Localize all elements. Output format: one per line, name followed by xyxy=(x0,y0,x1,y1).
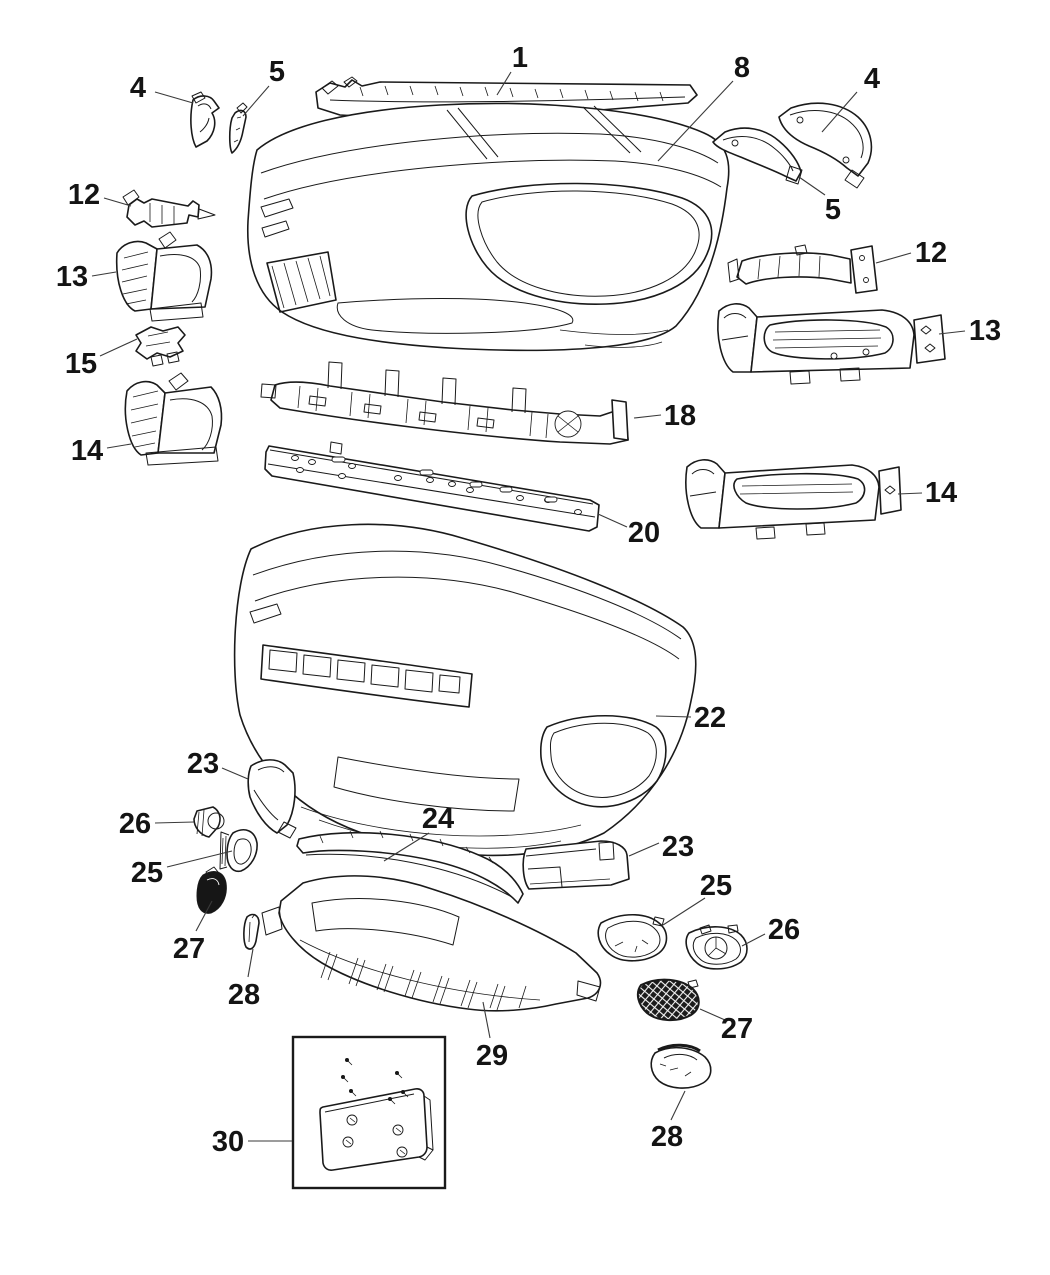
part-27-right-mesh-insert-drawing xyxy=(636,978,700,1021)
callout-label-12: 12 xyxy=(915,237,947,269)
callout-label-27: 27 xyxy=(721,1013,753,1045)
callout-label-30: 30 xyxy=(212,1126,244,1158)
part-4-right-bracket-drawing xyxy=(778,102,873,189)
part-27-left-insert-drawing xyxy=(196,866,227,914)
part-25-right-bezel-drawing xyxy=(597,914,668,962)
callout-label-20: 20 xyxy=(628,517,660,549)
callout-leader-13 xyxy=(91,271,117,277)
part-12-left-bracket-drawing xyxy=(122,189,216,228)
callout-leader-4 xyxy=(821,91,858,133)
part-14-left-duct-drawing xyxy=(124,372,223,466)
callout-label-25: 25 xyxy=(700,870,732,902)
callout-leader-24 xyxy=(383,832,430,862)
part-18-impact-absorber-drawing xyxy=(260,361,629,445)
callout-leader-28 xyxy=(247,948,254,978)
callout-leader-18 xyxy=(633,414,662,419)
callout-label-14: 14 xyxy=(71,435,103,467)
callout-leader-26 xyxy=(154,821,195,824)
callout-leader-28 xyxy=(670,1090,686,1121)
part-13-right-duct-drawing xyxy=(717,303,946,385)
callout-label-14: 14 xyxy=(925,477,957,509)
callout-leader-5 xyxy=(798,176,826,196)
callout-leader-12 xyxy=(103,197,132,207)
callout-label-8: 8 xyxy=(734,52,750,84)
callout-leader-23 xyxy=(221,767,249,780)
callout-label-26: 26 xyxy=(768,914,800,946)
part-22-lower-fascia-drawing xyxy=(233,523,697,857)
callout-label-25: 25 xyxy=(131,857,163,889)
screw-icons xyxy=(341,1058,409,1105)
callout-label-28: 28 xyxy=(228,979,260,1011)
callout-label-23: 23 xyxy=(187,748,219,780)
callout-leader-22 xyxy=(655,715,692,718)
callout-leader-12 xyxy=(875,252,912,264)
callout-leader-20 xyxy=(597,513,628,528)
part-25-left-bezel-drawing xyxy=(219,829,258,873)
part-12-right-bracket-drawing xyxy=(727,244,878,294)
callout-leader-8 xyxy=(657,80,734,162)
part-4-left-bracket-drawing xyxy=(190,91,220,148)
part-28-left-cover-drawing xyxy=(243,913,260,950)
part-8-upper-fascia-drawing xyxy=(246,102,730,352)
callout-label-27: 27 xyxy=(173,933,205,965)
callout-leader-29 xyxy=(482,1001,491,1039)
part-5-right-bracket-drawing xyxy=(712,127,803,185)
callout-leader-4 xyxy=(154,91,194,104)
callout-label-4: 4 xyxy=(130,72,146,104)
callout-label-5: 5 xyxy=(269,56,285,88)
callout-leader-15 xyxy=(99,338,138,357)
callout-leader-27 xyxy=(195,900,213,932)
callout-label-29: 29 xyxy=(476,1040,508,1072)
part-30-license-bracket-box xyxy=(291,1035,447,1190)
part-14-right-duct-drawing xyxy=(685,459,902,540)
callout-label-5: 5 xyxy=(825,194,841,226)
callout-leader-25 xyxy=(166,850,233,868)
callout-label-12: 12 xyxy=(68,179,100,211)
callout-leader-14 xyxy=(897,492,923,495)
part-23-left-cover-drawing xyxy=(247,759,297,839)
part-26-right-bezel-drawing xyxy=(685,924,748,970)
callout-label-13: 13 xyxy=(56,261,88,293)
callout-leader-14 xyxy=(106,443,132,449)
part-28-right-cover-drawing xyxy=(650,1043,712,1089)
callout-label-26: 26 xyxy=(119,808,151,840)
part-15-bracket-drawing xyxy=(135,326,186,367)
callout-label-13: 13 xyxy=(969,315,1001,347)
callout-label-23: 23 xyxy=(662,831,694,863)
part-23-right-cover-drawing xyxy=(522,840,630,890)
callout-leader-27 xyxy=(699,1008,726,1021)
part-20-reinforcement-beam-drawing xyxy=(264,441,600,532)
part-5-left-bracket-drawing xyxy=(228,102,248,154)
callout-leader-5 xyxy=(242,85,270,117)
part-24-applique-drawing xyxy=(296,830,524,904)
callout-label-18: 18 xyxy=(664,400,696,432)
callout-label-15: 15 xyxy=(65,348,97,380)
callout-label-1: 1 xyxy=(512,42,528,74)
part-29-valance-drawing xyxy=(261,875,602,1012)
part-13-left-duct-drawing xyxy=(115,231,213,322)
callout-leader-1 xyxy=(496,71,512,96)
callout-label-4: 4 xyxy=(864,63,880,95)
callout-label-24: 24 xyxy=(422,803,454,835)
callout-leader-26 xyxy=(741,933,766,947)
callout-label-28: 28 xyxy=(651,1121,683,1153)
callout-leader-23 xyxy=(628,842,660,857)
callout-leader-13 xyxy=(938,330,966,335)
part-26-left-hook-cover-drawing xyxy=(193,806,225,838)
callout-label-22: 22 xyxy=(694,702,726,734)
callout-leader-25 xyxy=(662,897,706,926)
